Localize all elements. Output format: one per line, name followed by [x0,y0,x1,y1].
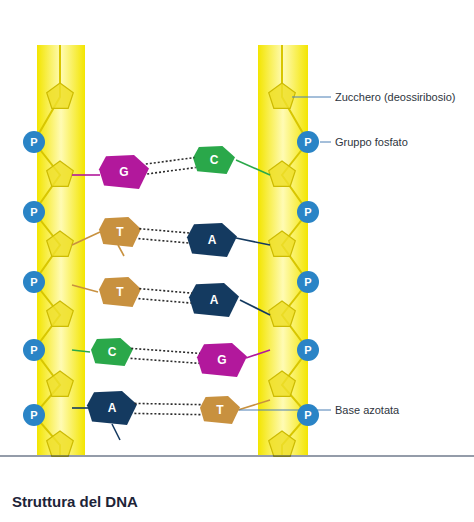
hydrogen-bond [138,289,191,303]
base-stems [72,160,270,440]
nitrogen-base: G [99,155,149,189]
part-label: Zucchero (deossiribosio) [335,90,455,104]
base-stem [72,285,98,292]
divider-line [0,455,474,456]
nitrogen-base: T [99,217,141,247]
phosphate-label: P [304,345,311,356]
phosphate-circle: P [297,131,319,153]
phosphate-circle: P [23,131,45,153]
base-stem [72,174,100,176]
base-stem [236,160,270,175]
nitrogen-base: T [200,396,240,424]
base-outline [193,146,235,174]
base-stem [72,407,88,409]
base-outline [189,283,239,317]
leader-line [320,142,331,143]
base-stem [246,350,270,358]
base-outline [99,155,149,189]
phosphate-label: P [30,207,37,218]
hydrogen-bond [138,229,189,243]
phosphate-circle: P [23,271,45,293]
phosphate-circle: P [23,404,45,426]
base-outline [99,217,141,247]
sugar-pentagon [269,83,296,108]
phosphate-label: P [304,137,311,148]
base-letter: G [217,354,226,366]
base-stem [72,350,90,352]
nitrogen-base: C [193,146,235,174]
base-letter: T [116,286,123,298]
base-letter: T [216,404,223,416]
sugar-pentagon [269,231,296,256]
nitrogen-base: A [87,391,137,425]
phosphate-circle: P [297,271,319,293]
nitrogen-base: G [197,343,247,377]
base-outline [99,277,141,307]
sugar-pentagon [269,431,296,456]
base-outline [197,343,247,377]
sugar-group [47,83,296,456]
phosphate-circle: P [23,201,45,223]
sugar-pentagon [47,371,74,396]
backbone-band [258,45,308,455]
base-stem [72,232,100,245]
base-letter: C [210,154,219,166]
base-outline [91,338,133,366]
hydrogen-bond [146,158,196,174]
phosphate-label: P [30,277,37,288]
phosphate-circle: P [297,339,319,361]
sugar-pentagon [269,161,296,186]
base-stem [238,400,270,410]
leader-line [292,97,331,98]
phosphate-label: P [304,410,311,421]
sugar-pentagon [269,301,296,326]
base-stem [118,245,124,256]
phosphate-label: P [304,277,311,288]
hydrogen-bond [131,348,200,363]
sugar-pentagon [47,301,74,326]
backbone-band [37,45,85,455]
base-outline [187,223,237,257]
base-letter: A [210,294,219,306]
base-letter: G [119,166,128,178]
figure-caption: Struttura del DNA [12,493,138,511]
phosphate-circle: P [297,201,319,223]
phosphate-circle: P [23,339,45,361]
sugar-pentagon [47,231,74,256]
leader-lines [239,97,331,410]
part-label: Gruppo fosfato [335,135,408,149]
nitrogen-base: T [99,277,141,307]
base-stem [240,300,270,315]
base-stem [236,238,270,245]
base-letter: A [108,402,117,414]
phosphate-label: P [30,137,37,148]
phosphate-label: P [304,207,311,218]
base-letter: T [116,226,123,238]
nitrogen-base: C [91,338,133,366]
phosphate-circle: P [297,404,319,426]
nitrogen-base: A [187,223,237,257]
base-outline [87,391,137,425]
hydrogen-bond [134,403,202,414]
phosphate-label: P [30,410,37,421]
sugar-pentagon [47,161,74,186]
base-letter: C [108,346,117,358]
base-outline [200,396,240,424]
base-letter: A [208,234,217,246]
phosphate-label: P [30,345,37,356]
nitrogen-base: A [189,283,239,317]
sugar-pentagon [269,371,296,396]
base-stem [112,424,120,440]
sugar-pentagon [47,431,74,456]
sugar-pentagon [47,83,74,108]
part-label: Base azotata [335,403,399,417]
